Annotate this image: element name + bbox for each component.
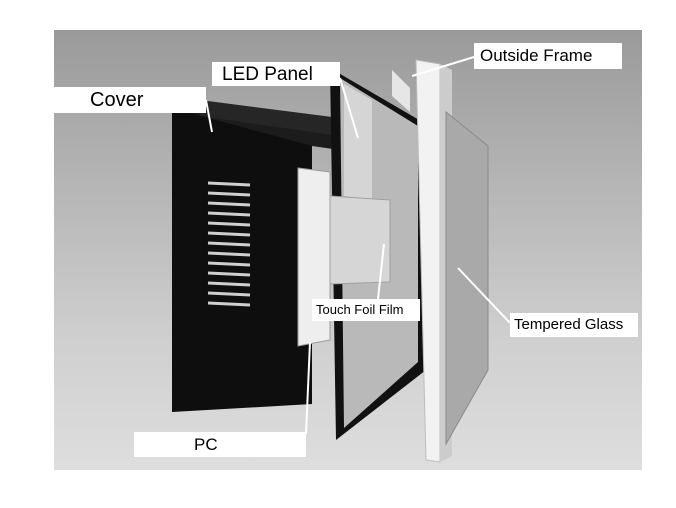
cover-vent-slots — [207, 181, 251, 307]
led-panel-label: LED Panel — [212, 62, 340, 86]
outside-frame-label: Outside Frame — [474, 43, 622, 69]
tempered-glass-label: Tempered Glass — [510, 313, 638, 337]
pc-label: PC — [134, 432, 306, 457]
touch-foil-film-part — [329, 195, 391, 285]
touch-foil-film-label: Touch Foil Film — [312, 299, 420, 321]
leader-lines — [205, 56, 511, 435]
cover-part — [172, 100, 340, 412]
cover-label: Cover — [54, 87, 206, 113]
